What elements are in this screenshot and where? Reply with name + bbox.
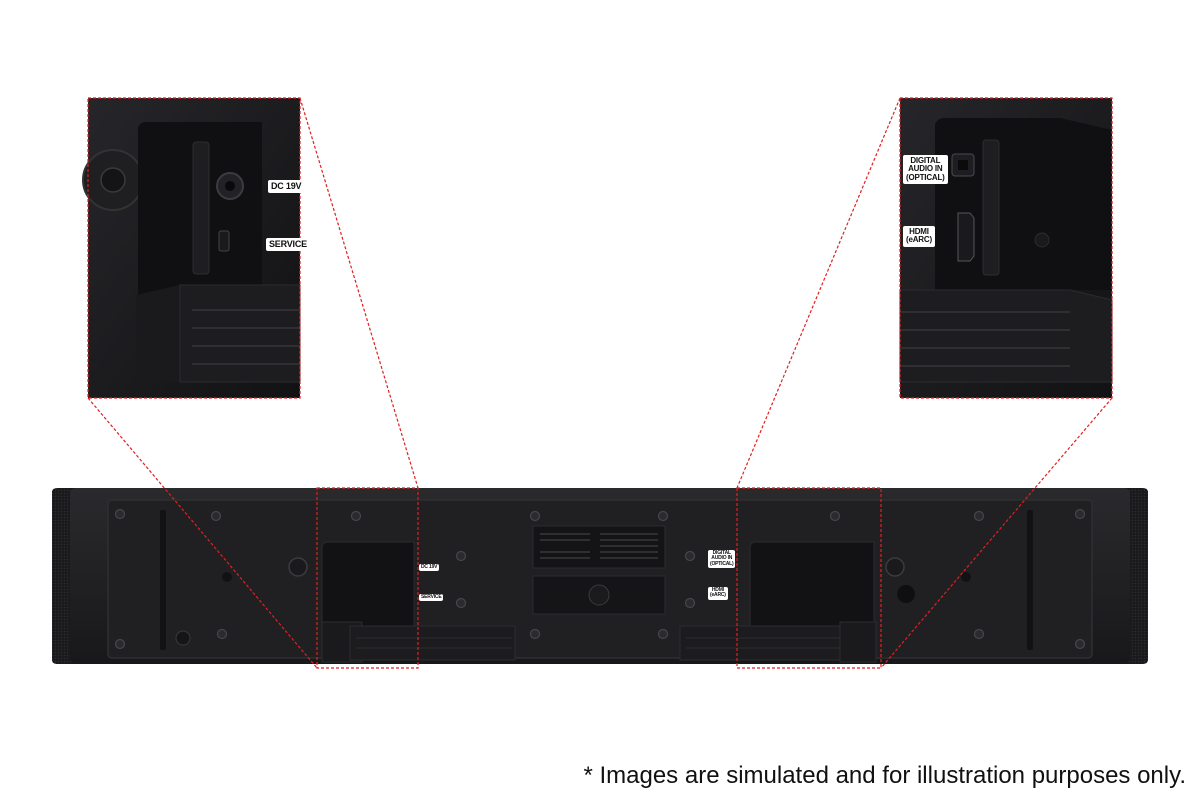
right-zoom-frame	[899, 97, 1113, 399]
hdmi-port-icon	[957, 212, 975, 262]
hdmi-earc-label: HDMI (eARC)	[903, 226, 935, 247]
right-highlight-box	[736, 487, 882, 669]
callout-lines	[87, 97, 1113, 669]
soundbar-service-label: SERVICE	[419, 594, 444, 602]
digital-audio-in-label: DIGITAL AUDIO IN (OPTICAL)	[903, 155, 948, 185]
soundbar-hdmi-label: HDMI (eARC)	[708, 587, 728, 600]
soundbar-dc-19v-label: DC 19V	[419, 564, 440, 572]
left-highlight-box	[316, 487, 419, 669]
service-label: SERVICE	[266, 238, 310, 252]
left-zoom-panel	[82, 97, 301, 399]
right-port-bay	[749, 541, 875, 627]
usb-port-icon	[218, 230, 230, 252]
dc-19v-label: DC 19V	[268, 180, 305, 194]
soundbar-digital-audio-label: DIGITAL AUDIO IN (OPTICAL)	[708, 550, 736, 568]
rating-label	[532, 525, 666, 569]
right-zoom-panel	[899, 97, 1113, 399]
left-port-bay	[321, 541, 415, 627]
disclaimer-text: * Images are simulated and for illustrat…	[583, 762, 1186, 789]
soundbar-rear	[52, 488, 1148, 664]
